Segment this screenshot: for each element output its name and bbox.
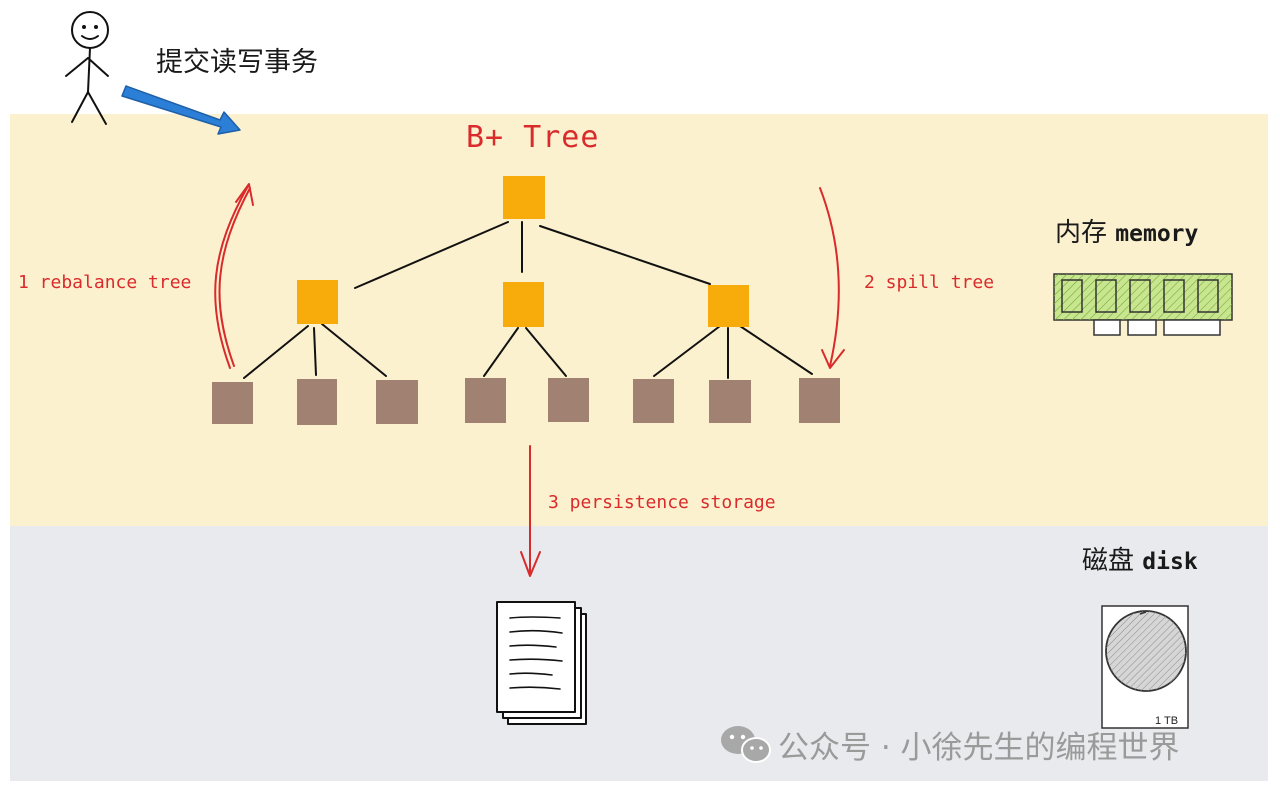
leaf-node [376, 380, 418, 424]
persist-arrow [520, 445, 541, 577]
memory-label-cn: 内存 [1055, 218, 1108, 248]
branch-node [708, 285, 749, 327]
disk-label-cn: 磁盘 [1082, 546, 1135, 576]
wechat-icon [721, 726, 771, 763]
memory-label: 内存 memory [1055, 212, 1198, 249]
branch-node [503, 282, 544, 327]
step-rebalance-label: 1 rebalance tree [18, 272, 192, 293]
leaf-node [465, 378, 506, 423]
leaf-node [709, 380, 751, 423]
rebalance-arrow [214, 183, 254, 369]
leaf-node [548, 378, 589, 422]
tree-title: B+ Tree [466, 120, 600, 155]
request-arrow [121, 85, 241, 135]
leaf-node [297, 379, 337, 425]
disk-label-en: disk [1142, 549, 1198, 575]
step-spill-label: 2 spill tree [864, 272, 995, 293]
stick-figure-icon [65, 11, 109, 125]
branch-nodes [297, 176, 749, 327]
branch-node [297, 280, 338, 324]
tree-edges [243, 221, 813, 379]
root-node [503, 176, 545, 219]
leaf-node [799, 378, 840, 423]
memory-label-en: memory [1115, 221, 1199, 247]
spill-arrow [819, 187, 845, 369]
step-persist-label: 3 persistence storage [548, 492, 776, 513]
watermark-text: 公众号 · 小徐先生的编程世界 [778, 730, 1180, 766]
disk-zone [10, 526, 1268, 781]
disk-capacity: 1 TB [1155, 715, 1179, 727]
leaf-nodes [212, 378, 840, 425]
transaction-title: 提交读写事务 [156, 47, 318, 78]
hard-disk-icon [1101, 605, 1189, 729]
leaf-node [633, 379, 674, 423]
document-stack-icon [496, 601, 587, 725]
leaf-node [212, 382, 253, 424]
memory-module-icon [1053, 273, 1233, 336]
disk-label: 磁盘 disk [1082, 540, 1198, 577]
